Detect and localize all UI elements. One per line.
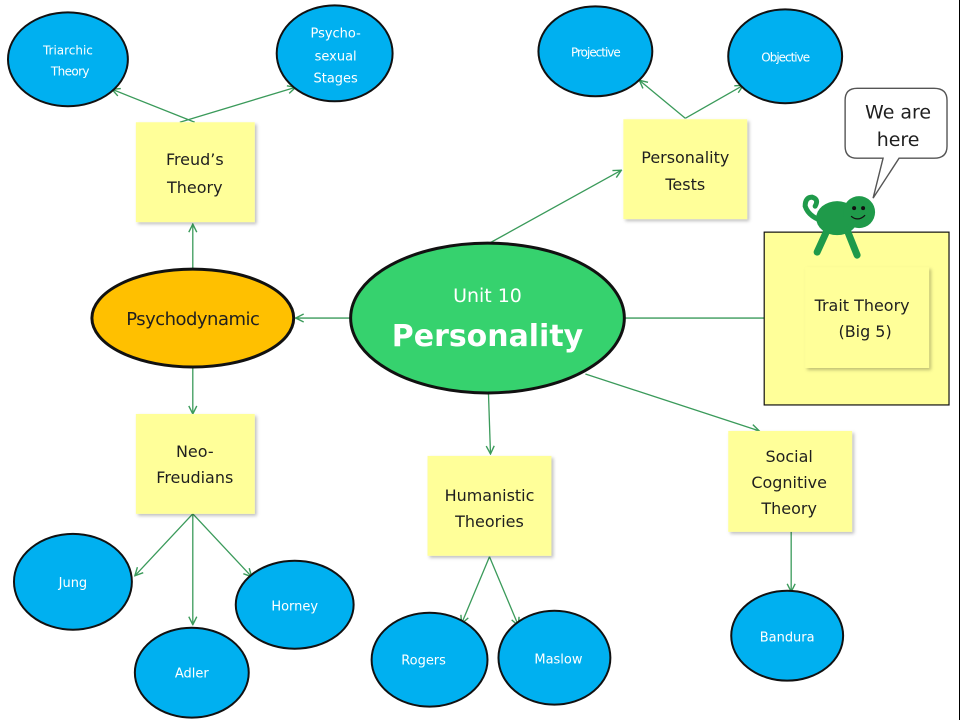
psychodynamic-node: Psychodynamic xyxy=(90,267,296,369)
arrow-freud-to-triarchic xyxy=(112,89,196,123)
rogers-bubble: Rogers xyxy=(370,611,489,708)
freud-theory-node: Freud’s Theory xyxy=(135,122,255,223)
speech-bubble: We are here xyxy=(844,87,948,199)
psychosexual-line3: Stages xyxy=(314,71,358,86)
speech-line1: We are xyxy=(865,101,931,123)
social-line2: Cognitive xyxy=(751,473,827,492)
projective-bubble: Projective xyxy=(537,5,654,98)
arrow-center-to-humanistic xyxy=(488,393,490,454)
arrow-center-to-social xyxy=(585,373,759,431)
neo-line2: Freudians xyxy=(156,468,233,487)
jung-label: Jung xyxy=(58,576,87,591)
humanistic-line1: Humanistic xyxy=(445,486,535,505)
center-title: Personality xyxy=(392,319,583,354)
arrow-neofreudians-to-jung xyxy=(135,513,194,576)
humanistic-line2: Theories xyxy=(454,512,524,531)
neo-freudians-node: Neo- Freudians xyxy=(135,413,255,514)
arrow-tests-to-objective xyxy=(684,85,743,119)
maslow-bubble: Maslow xyxy=(497,609,612,706)
arrow-humanistic-to-rogers xyxy=(462,556,491,624)
speech-line2: here xyxy=(877,129,920,151)
psychosexual-bubble: Psycho- sexual Stages xyxy=(275,4,394,103)
trait-line1: Trait Theory xyxy=(814,296,910,315)
bandura-label: Bandura xyxy=(760,631,815,646)
connectors xyxy=(112,80,803,625)
mascot-icon xyxy=(802,194,876,259)
freud-line2: Theory xyxy=(166,178,223,197)
arrow-tests-to-projective xyxy=(639,80,686,119)
objective-label: Objective xyxy=(761,50,809,64)
center-node: Unit 10 Personality xyxy=(349,241,626,395)
triarchic-line1: Triarchic xyxy=(42,43,93,57)
adler-label: Adler xyxy=(175,667,209,682)
horney-bubble: Horney xyxy=(234,559,355,650)
triarchic-bubble: Triarchic Theory xyxy=(6,11,129,108)
arrow-neofreudians-to-horney xyxy=(192,513,252,577)
projective-label: Projective xyxy=(571,45,620,59)
horney-label: Horney xyxy=(271,600,318,615)
arrow-freud-to-psychosexual xyxy=(179,87,296,123)
tests-line1: Personality xyxy=(641,148,729,167)
neo-line1: Neo- xyxy=(176,442,214,461)
social-line1: Social xyxy=(765,447,812,466)
trait-line2: (Big 5) xyxy=(838,322,891,341)
psychosexual-line2: sexual xyxy=(315,49,357,64)
tests-line2: Tests xyxy=(664,175,705,194)
objective-bubble: Objective xyxy=(727,8,844,105)
triarchic-line2: Theory xyxy=(50,64,90,78)
arrow-center-to-tests xyxy=(489,170,621,244)
psychodynamic-label: Psychodynamic xyxy=(126,309,259,330)
humanistic-node: Humanistic Theories xyxy=(427,455,552,556)
social-cognitive-node: Social Cognitive Theory xyxy=(728,430,853,532)
maslow-label: Maslow xyxy=(534,653,582,668)
psychosexual-line1: Psycho- xyxy=(311,26,362,41)
adler-bubble: Adler xyxy=(133,626,250,719)
bandura-bubble: Bandura xyxy=(730,589,845,682)
personality-tests-node: Personality Tests xyxy=(623,119,748,220)
arrow-humanistic-to-maslow xyxy=(488,556,518,626)
rogers-label: Rogers xyxy=(401,654,446,669)
social-line3: Theory xyxy=(760,499,816,518)
trait-theory-group: Trait Theory (Big 5) xyxy=(763,231,950,406)
freud-line1: Freud’s xyxy=(166,150,224,169)
center-subtitle: Unit 10 xyxy=(453,285,522,307)
jung-bubble: Jung xyxy=(12,532,133,631)
